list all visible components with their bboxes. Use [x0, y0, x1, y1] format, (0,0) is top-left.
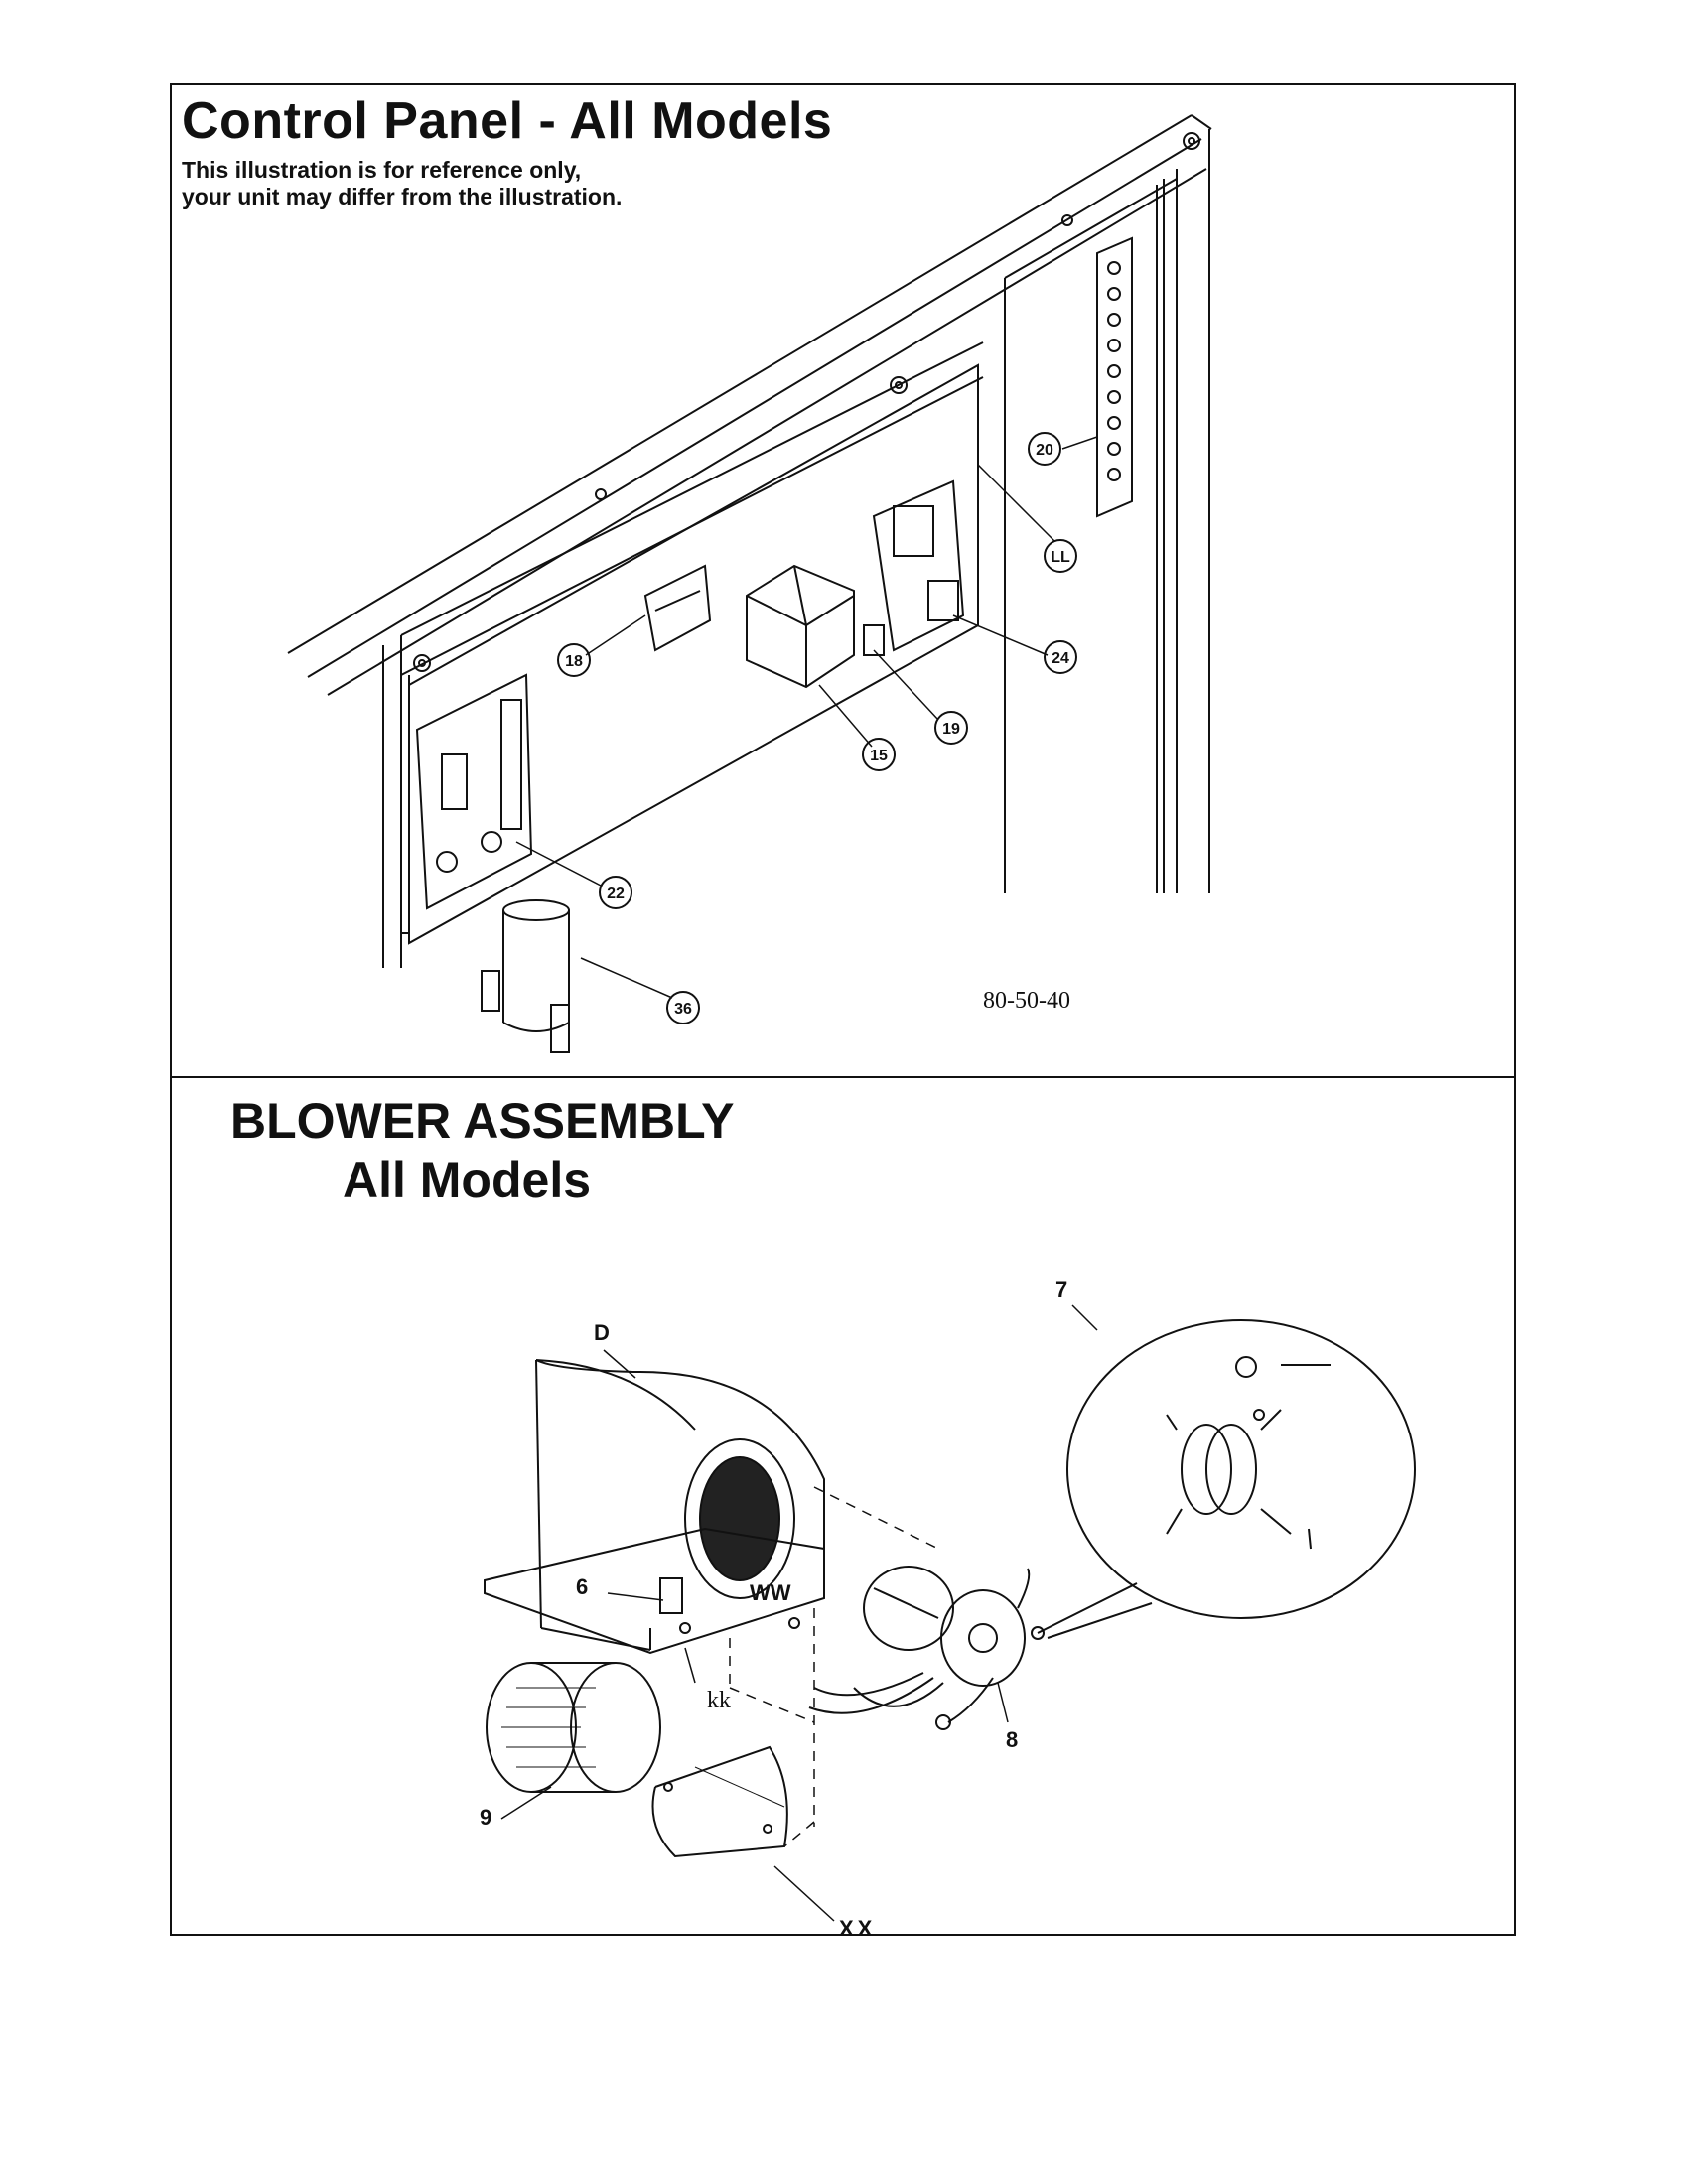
capacitor	[481, 899, 570, 1053]
callout-LL-label: LL	[1051, 549, 1070, 566]
callout-19: 19	[934, 711, 968, 745]
hardware	[659, 1577, 800, 1834]
limit-switch	[643, 564, 712, 652]
label-XX: XX	[839, 1916, 876, 1941]
callout-19-label: 19	[942, 721, 960, 738]
page-frame	[170, 83, 1516, 1936]
transformer	[746, 564, 855, 689]
section-divider	[170, 1076, 1516, 1078]
blower-motor	[808, 1566, 1045, 1730]
blower-assembly-subtitle: All Models	[343, 1153, 592, 1208]
contactor	[872, 479, 965, 652]
callout-18: 18	[557, 643, 591, 677]
control-panel-title: Control Panel - All Models	[182, 92, 833, 150]
callout-leaders	[515, 436, 1098, 999]
terminal-strip	[1096, 236, 1133, 518]
callout-20: 20	[1028, 432, 1061, 466]
cabinet-screws	[413, 132, 1200, 672]
label-8: 8	[1006, 1727, 1018, 1752]
callout-LL: LL	[1044, 539, 1077, 573]
label-WW: WW	[750, 1580, 791, 1605]
blower-wheel	[486, 1662, 661, 1793]
blower-housing	[484, 1359, 825, 1655]
terminal-block	[863, 624, 885, 656]
callout-36-label: 36	[674, 1001, 692, 1018]
drawing-code: 80-50-40	[983, 988, 1070, 1014]
blower-assembly-title: BLOWER ASSEMBLY	[230, 1093, 735, 1149]
callout-24-label: 24	[1052, 650, 1069, 667]
label-kk: kk	[707, 1688, 731, 1713]
reference-note-line-1: This illustration is for reference only,	[182, 157, 582, 183]
label-7: 7	[1055, 1277, 1067, 1301]
callout-15: 15	[862, 738, 896, 771]
label-D: D	[594, 1320, 610, 1345]
callout-15-label: 15	[870, 748, 888, 764]
callout-18-label: 18	[565, 653, 583, 670]
reference-note-line-2: your unit may differ from the illustrati…	[182, 184, 623, 209]
blower-leaders	[500, 1304, 1098, 1922]
callout-20-label: 20	[1036, 442, 1053, 459]
callout-22: 22	[599, 876, 632, 909]
callout-22-label: 22	[607, 886, 625, 902]
assembly-lines	[729, 1486, 939, 1847]
callout-36: 36	[666, 991, 700, 1024]
label-9: 9	[480, 1805, 491, 1830]
mount-detail-callout	[1037, 1319, 1416, 1639]
label-6: 6	[576, 1574, 588, 1599]
callout-24: 24	[1044, 640, 1077, 674]
control-board	[415, 673, 533, 910]
reference-note: This illustration is for reference only,…	[182, 157, 622, 210]
cutoff-plate	[651, 1745, 788, 1858]
